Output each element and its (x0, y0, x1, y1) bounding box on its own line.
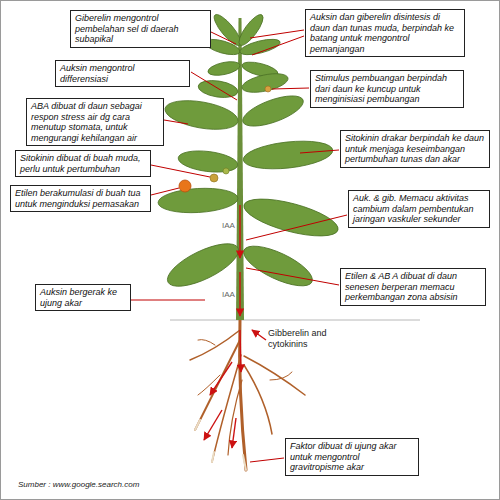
leader-line (246, 268, 339, 285)
leaf (242, 137, 334, 173)
leaf (240, 191, 341, 243)
transport-arrow (240, 330, 241, 372)
callout-box: Etilen berakumulasi di buah tua untuk me… (10, 185, 151, 212)
callout-text: Auksin mengontrol differensiasi (60, 63, 185, 84)
signal-label: IAA (222, 221, 240, 231)
leader-line (272, 88, 309, 89)
signal-label: IAA (222, 290, 240, 300)
transport-arrows (204, 205, 266, 448)
callout-text: Sitokinin drakar berpindah ke daun untuk… (345, 133, 485, 165)
leader-line (164, 120, 188, 124)
leader-line (191, 72, 237, 100)
transport-arrow (239, 205, 240, 258)
callout-box: Auksin mengontrol differensiasi (55, 60, 190, 87)
leader-line (131, 300, 205, 301)
leader-line (250, 30, 304, 38)
callout-box: Auksin dan giberelin disintesis di daun … (305, 9, 465, 57)
callout-box: Auk. & gib. Memacu aktivitas cambium dal… (348, 190, 490, 228)
callout-box: Sitokinin drakar berpindah ke daun untuk… (340, 130, 490, 168)
leaf (239, 90, 307, 133)
root-branch (244, 356, 305, 395)
callout-box: Sitokinin dibuat di buah muda, perlu unt… (15, 150, 151, 177)
callout-box: Faktor dibuat di ujung akar untuk mengon… (285, 438, 419, 476)
root-tip (195, 420, 200, 430)
leaf (207, 59, 242, 78)
transport-arrow (252, 330, 266, 340)
callout-box: Etilen & AB A dibuat di daun senesen ber… (340, 268, 486, 306)
ripe-fruit (179, 180, 191, 192)
callout-text: ABA dibuat di daun sebagai respon stress… (31, 101, 159, 143)
transport-arrow (210, 362, 232, 395)
hormone-label: Gibberelin and cytokinins (268, 328, 346, 350)
transport-arrow (239, 272, 240, 316)
leaf (239, 238, 318, 293)
callout-box: Giberelin mengontrol pembelahan sel di d… (70, 10, 211, 48)
transport-arrow (204, 410, 222, 440)
leader-line (300, 150, 339, 153)
callout-box: Stimulus pembuangan berpindah dari daun … (310, 70, 464, 108)
leaf (162, 235, 244, 294)
leader-line (250, 458, 284, 462)
flower-bud (265, 86, 271, 92)
callout-text: Auksin dan giberelin disintesis di daun … (310, 12, 460, 54)
soil-line (170, 320, 420, 321)
root-hair (198, 340, 215, 345)
leader-line (252, 36, 304, 55)
root-hair (270, 372, 292, 380)
callout-text: Stimulus pembuangan berpindah dari daun … (315, 73, 459, 105)
callout-text: Auksin bergerak ke ujung akar (40, 287, 126, 308)
callout-text: Etilen & AB A dibuat di daun senesen ber… (345, 271, 481, 303)
root-tip (243, 455, 246, 470)
root-tips (195, 420, 246, 470)
callout-text: Sitokinin dibuat di buah muda, perlu unt… (20, 153, 146, 174)
callout-box: Auksin bergerak ke ujung akar (35, 284, 131, 311)
main-root (240, 320, 246, 470)
leader-line (211, 32, 236, 44)
transport-arrow (232, 418, 236, 448)
callout-text: Giberelin mengontrol pembelahan sel di d… (75, 13, 206, 45)
leader-line (151, 165, 210, 177)
root-branch (228, 380, 242, 455)
leaf (177, 148, 239, 175)
root-tip (212, 452, 214, 462)
leaf (163, 96, 240, 134)
leader-line (151, 188, 179, 195)
callout-text: Etilen berakumulasi di buah tua untuk me… (15, 188, 146, 209)
young-fruit (223, 168, 229, 174)
callout-box: ABA dibuat di daun sebagai respon stress… (26, 98, 164, 146)
callout-text: Faktor dibuat di ujung akar untuk mengon… (290, 441, 414, 473)
leaf (240, 70, 289, 96)
callout-text: Auk. & gib. Memacu aktivitas cambium dal… (353, 193, 485, 225)
source-note: Sumber : www.google.search.com (18, 480, 218, 490)
leader-line (246, 215, 347, 240)
young-fruit (210, 174, 218, 182)
root-branch (244, 365, 272, 434)
